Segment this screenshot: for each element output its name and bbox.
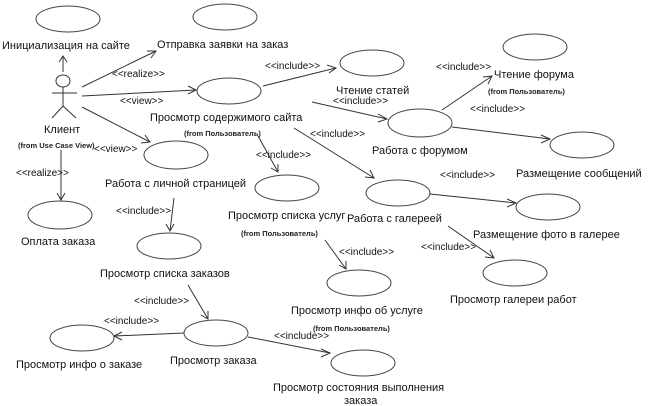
use-case-label: Просмотр галереи работ [450,294,577,306]
use-case-label: Работа с галереей [347,213,442,225]
use-case-label: Оплата заказа [21,236,96,248]
relation-actor-init [58,55,68,72]
stereotype-include: <<include>> [470,104,525,115]
relation-actor-send-order [81,50,157,88]
use-case-label: Работа с форумом [372,145,468,157]
relation-gallery-work-post-photo [429,193,518,208]
use-case-view-content[interactable]: Просмотр содержимого сайта (from Пользов… [150,77,303,138]
relation-view-content-read-articles [262,64,338,87]
use-case-send-order[interactable]: Отправка заявки на заказ [157,3,288,51]
relation-view-content-forum-work [311,101,389,123]
relation-actor-personal-page [81,106,151,144]
relation-forum-work-read-forum [441,75,493,111]
use-case-label: Просмотр инфо об услуге [291,305,423,317]
use-case-read-articles[interactable]: Чтение статей [336,49,409,97]
use-case-from: (from Пользователь) [241,229,318,238]
use-case-label: Просмотр содержимого сайта [150,112,303,124]
use-case-label: Просмотр инфо о заказе [16,359,142,371]
use-case-label: Просмотр списка заказов [100,268,230,280]
use-case-label: Отправка заявки на заказ [157,39,288,51]
use-case-label: Инициализация на сайте [2,40,130,52]
stereotype-include: <<include>> [274,331,329,342]
actor-client[interactable]: Клиент (from Use Case View) [18,74,95,150]
use-case-service-info[interactable]: Просмотр инфо об услуге (from Пользовате… [291,269,423,333]
use-case-label: Чтение форума [494,69,575,81]
use-case-label: Чтение статей [336,85,409,97]
stereotype-include: <<include>> [265,61,320,72]
use-case-label-line2: заказа [344,395,378,406]
use-case-order-status[interactable]: Просмотр состояния выполнения заказа [273,349,444,406]
stereotype-view: <<view>> [120,96,164,107]
use-case-label: Работа с личной страницей [105,178,246,190]
use-case-gallery-work[interactable]: Работа с галереей [347,179,442,225]
relation-view-order-order-info [112,331,185,341]
stereotype-include: <<include>> [104,316,159,327]
relation-services-list-service-info [324,239,347,270]
use-case-label: Просмотр заказа [170,355,258,367]
relation-forum-work-post-messages [451,126,552,144]
relation-view-content-services-list [257,135,279,173]
stereotype-include: <<include>> [116,206,171,217]
stereotype-include: <<include>> [310,129,365,140]
stick-figure-icon [51,74,77,119]
relation-actor-view-content [81,85,198,97]
use-case-forum-work[interactable]: Работа с форумом [372,108,468,157]
use-case-label: Просмотр состояния выполнения [273,382,444,394]
stereotype-include: <<include>> [440,170,495,181]
use-case-from: (from Пользователь) [313,324,390,333]
use-case-orders-list[interactable]: Просмотр списка заказов [100,232,230,280]
stereotype-include: <<include>> [436,62,491,73]
stereotype-include: <<include>> [134,296,189,307]
relation-orders-list-view-order [187,284,209,320]
use-case-view-order[interactable]: Просмотр заказа [170,319,258,367]
stereotype-include: <<include>> [421,242,476,253]
use-case-label: Размещение сообщений [516,168,642,180]
use-case-read-forum[interactable]: Чтение форума (from Пользователь) [488,33,575,96]
use-case-order-info[interactable]: Просмотр инфо о заказе [16,324,142,371]
use-case-label: Размещение фото в галерее [473,229,620,241]
use-case-services-list[interactable]: Просмотр списка услуг (from Пользователь… [228,174,345,238]
use-case-pay-order[interactable]: Оплата заказа [21,200,96,248]
relation-view-order-order-status [247,336,332,358]
actor-name: Клиент [44,124,80,136]
use-case-from: (from Пользователь) [184,129,261,138]
actor-from: (from Use Case View) [18,141,95,150]
use-case-init[interactable]: Инициализация на сайте [2,5,130,52]
stereotype-include: <<include>> [333,96,388,107]
stereotype-realize: <<realize>> [16,168,69,179]
use-case-label: Просмотр списка услуг [228,210,345,222]
use-case-post-photo[interactable]: Размещение фото в галерее [473,193,620,241]
relations [56,50,552,358]
relation-personal-page-orders-list [165,197,175,233]
relation-view-content-gallery-work [293,127,375,179]
relation-actor-pay-order [56,150,66,202]
stereotype-include: <<include>> [339,247,394,258]
stereotype-view: <<view>> [94,144,138,155]
use-case-post-messages[interactable]: Размещение сообщений [516,131,642,180]
use-case-personal-page[interactable]: Работа с личной страницей [105,140,246,190]
relation-gallery-work-view-gallery [447,225,495,259]
stereotype-labels: <<realize>> <<view>> <<view>> <<realize>… [16,61,525,342]
stereotype-include: <<include>> [256,150,311,161]
stereotype-realize: <<realize>> [112,69,165,80]
use-case-view-gallery[interactable]: Просмотр галереи работ [450,259,577,306]
use-cases: Инициализация на сайте Отправка заявки н… [2,3,642,406]
use-case-from: (from Пользователь) [488,87,565,96]
